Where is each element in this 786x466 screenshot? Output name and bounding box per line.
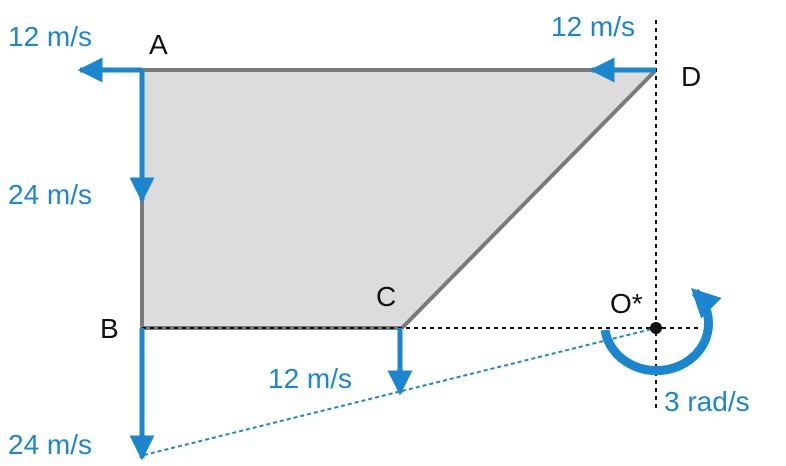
- rotation-arrow-icon: [600, 287, 722, 376]
- velocity-profile-line: [143, 327, 657, 456]
- label-point-c: C: [376, 281, 396, 312]
- label-velocity-b: 24 m/s: [8, 429, 92, 460]
- label-velocity-d: 12 m/s: [551, 11, 635, 42]
- label-point-o: O*: [610, 288, 643, 319]
- label-velocity-c: 12 m/s: [268, 363, 352, 394]
- instant-center-point: [650, 322, 662, 334]
- label-point-d: D: [681, 61, 701, 92]
- edge-dc: [400, 68, 658, 330]
- rigid-body: [142, 70, 656, 328]
- label-velocity-a-horizontal: 12 m/s: [8, 21, 92, 52]
- label-point-a: A: [149, 29, 168, 60]
- label-angular-velocity: 3 rad/s: [664, 386, 750, 417]
- label-point-b: B: [100, 313, 119, 344]
- label-velocity-a-vertical: 24 m/s: [8, 179, 92, 210]
